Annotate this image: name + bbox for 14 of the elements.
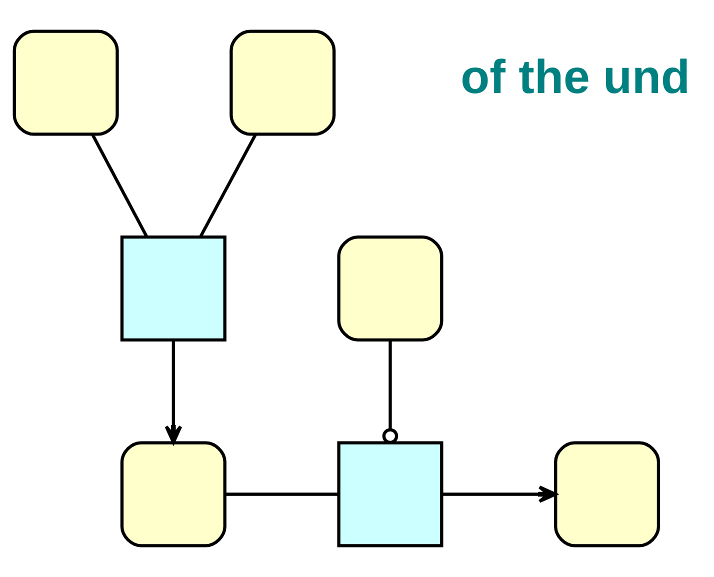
connector xyxy=(382,340,398,444)
connector xyxy=(225,492,339,496)
node-box xyxy=(337,441,444,548)
label: of the und xyxy=(460,51,690,104)
arrow xyxy=(164,340,182,444)
arrow xyxy=(442,486,558,503)
node-box xyxy=(12,30,119,136)
node-box xyxy=(230,30,336,136)
node-box xyxy=(120,441,226,548)
connector xyxy=(199,134,258,238)
node-box xyxy=(120,235,226,342)
node-box xyxy=(554,441,660,548)
connector xyxy=(91,134,148,238)
node-box xyxy=(337,235,444,342)
